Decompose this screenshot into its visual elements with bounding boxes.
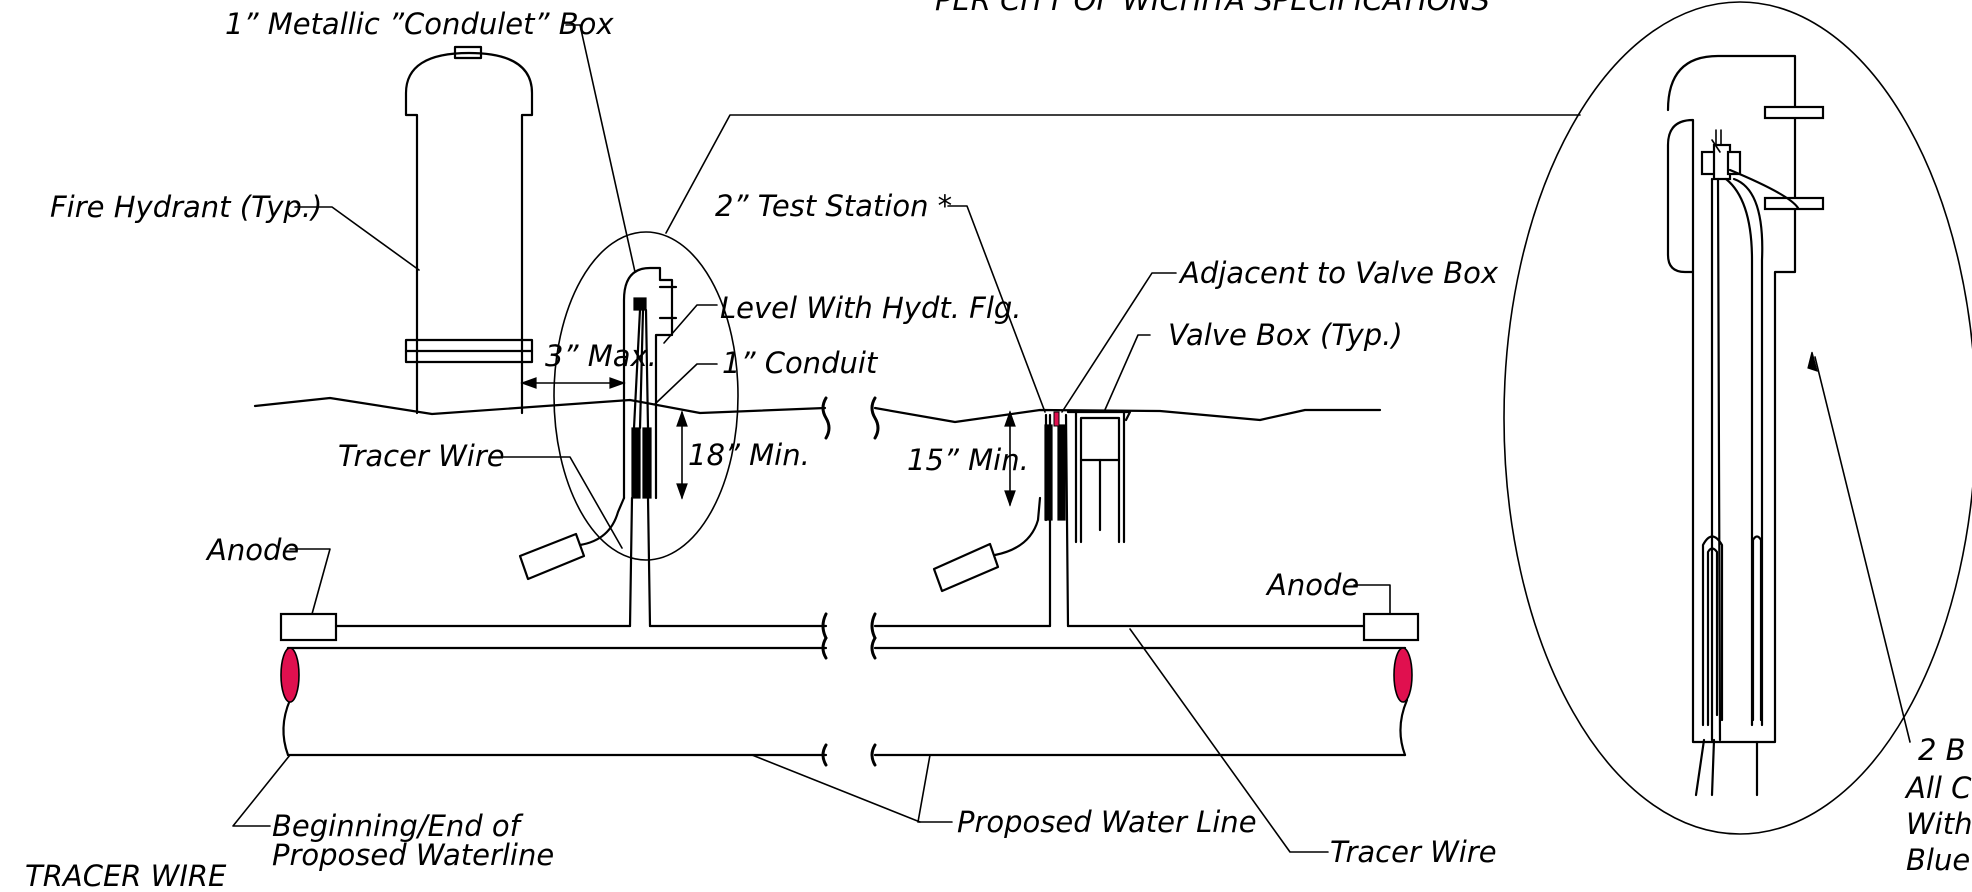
enlarged-test-station-detail	[1503, 1, 1972, 835]
detail-callout-circle-small	[553, 231, 739, 561]
anode-hydrant-buried	[518, 496, 626, 581]
leader-lines	[232, 24, 1391, 853]
sheet-title: PER CITY OF WICHITA SPECIFICATIONS	[935, 0, 1490, 17]
label-anode-left: Anode	[205, 533, 299, 567]
pipe-end-cap-right	[1393, 647, 1413, 703]
three-inch-max-dimension	[520, 377, 626, 389]
test-station-hydrant	[622, 266, 678, 500]
label-eighteen-inch-min: 18” Min.	[688, 438, 810, 472]
label-anode-right: Anode	[1265, 568, 1359, 602]
label-fifteen-inch-min: 15” Min.	[907, 443, 1029, 477]
label-tracer-wire-left: Tracer Wire	[338, 439, 505, 473]
label-condulet-box: 1” Metallic ”Condulet” Box	[225, 7, 614, 41]
label-note-line-3: With S	[1906, 807, 1972, 841]
label-fire-hydrant: Fire Hydrant (Typ.)	[50, 190, 322, 224]
label-note-line-2: All Co	[1904, 771, 1972, 805]
label-note-line-1: 2 B	[1918, 733, 1966, 767]
label-beginning-end-2: Proposed Waterline	[272, 838, 554, 872]
fifteen-inch-min-dimension	[1004, 410, 1016, 507]
label-one-inch-conduit: 1” Conduit	[722, 346, 879, 380]
anode-valve-buried	[932, 496, 1042, 593]
label-level-with-flange: Level With Hydt. Flg.	[720, 291, 1022, 325]
condulet-terminal	[633, 297, 647, 311]
label-tracer-wire-right: Tracer Wire	[1330, 835, 1497, 869]
detail-callout-leader	[665, 114, 1581, 234]
valve-wire-bundle-left	[1044, 424, 1053, 521]
label-proposed-water-line: Proposed Water Line	[957, 805, 1257, 839]
label-valve-box: Valve Box (Typ.)	[1168, 318, 1403, 352]
test-station-cap-marker	[1053, 411, 1060, 427]
ground-line-left	[253, 396, 827, 416]
ground-line-right	[873, 406, 1382, 424]
label-note-line-4: Blue S	[1906, 843, 1972, 877]
wire-bundle-left	[631, 427, 641, 499]
hydrant-operating-nut	[453, 45, 483, 60]
label-beginning-end-1: Beginning/End of	[272, 809, 524, 843]
tracer-wire-horizontal	[334, 413, 1366, 628]
anode-left	[279, 612, 338, 642]
detail-title: TRACER WIRE	[25, 859, 227, 887]
fire-hydrant	[404, 45, 534, 415]
wire-bundle-right	[642, 427, 652, 499]
detail-callout-circle-large	[1503, 1, 1972, 835]
label-three-inch-max: 3” Max.	[545, 339, 657, 373]
proposed-water-line-pipe	[280, 646, 1413, 757]
detail-mount-bracket-top	[1763, 105, 1825, 120]
label-test-station: 2” Test Station *	[715, 189, 952, 223]
break-marks	[821, 396, 880, 767]
label-adjacent-valve-box: Adjacent to Valve Box	[1178, 256, 1499, 290]
anode-right	[1362, 612, 1420, 642]
eighteen-inch-min-dimension	[676, 410, 688, 500]
pipe-end-cap-left	[280, 647, 300, 703]
valve-wire-bundle-right	[1057, 424, 1066, 521]
test-station-valve	[1044, 411, 1066, 522]
valve-box	[1066, 410, 1132, 544]
